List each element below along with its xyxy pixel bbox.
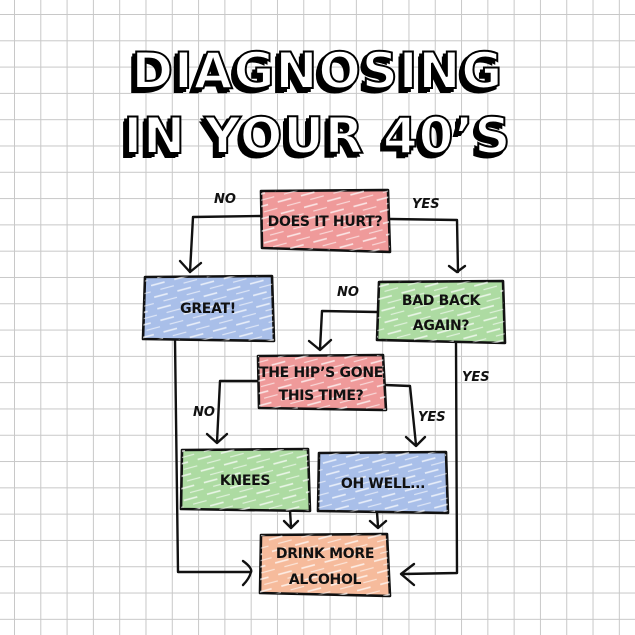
edge-knees-drink: [282, 508, 300, 530]
label-back-no: NO: [337, 285, 359, 300]
label-hips-no: NO: [193, 405, 215, 420]
node-bad-back-again: BAD BACK AGAIN?: [375, 279, 507, 345]
node-text-line-2: ALCOHOL: [289, 572, 362, 588]
node-text-line-1: DRINK MORE: [276, 546, 374, 562]
edge-back-yes-drink: [399, 340, 459, 587]
label-hurt-no: NO: [214, 192, 236, 207]
edge-hurt-no: [178, 214, 263, 274]
edge-great-drink: [173, 338, 253, 587]
node-drink-more-alcohol: DRINK MORE ALCOHOL: [258, 532, 392, 598]
node-text-line-1: THE HIP’S GONE: [259, 365, 383, 381]
node-oh-well: OH WELL...: [316, 450, 450, 515]
edge-hurt-yes: [388, 217, 467, 274]
node-text-line-1: BAD BACK: [402, 293, 482, 309]
node-text: DOES IT HURT?: [268, 214, 383, 230]
node-text: KNEES: [220, 473, 270, 489]
label-hips-yes: YES: [418, 410, 446, 425]
label-hurt-yes: YES: [412, 197, 440, 212]
edge-hips-no: [205, 379, 259, 445]
node-does-it-hurt: DOES IT HURT?: [259, 188, 392, 254]
edge-hips-yes: [383, 383, 427, 448]
node-text-line-2: THIS TIME?: [279, 388, 364, 404]
node-hips-gone: THE HIP’S GONE THIS TIME?: [256, 353, 388, 412]
node-text-line-2: AGAIN?: [413, 318, 470, 334]
node-knees: KNEES: [179, 447, 312, 513]
title-line-1: DIAGNOSING: [131, 42, 504, 100]
node-text: OH WELL...: [341, 476, 425, 492]
node-great: GREAT!: [141, 274, 276, 343]
edge-back-no: [307, 309, 379, 352]
label-back-yes: YES: [462, 370, 490, 385]
edge-ohwell-drink: [368, 510, 388, 530]
node-text: GREAT!: [180, 301, 236, 317]
title-line-2: IN YOUR 40’S: [123, 107, 512, 165]
